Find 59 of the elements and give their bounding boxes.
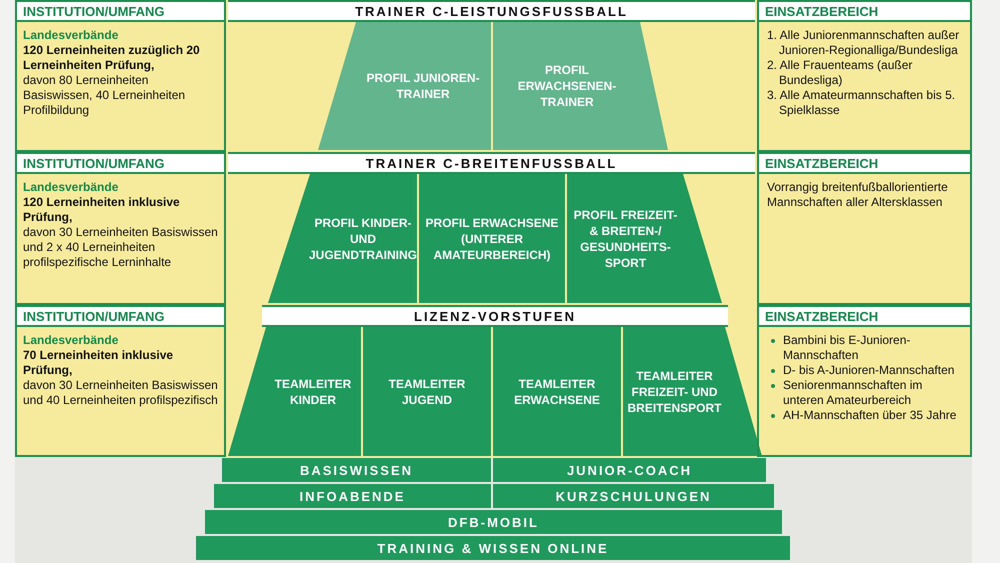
header-text: EINSATZBEREICH — [765, 308, 878, 324]
info-text: Landesverbände — [23, 28, 118, 43]
level-band — [262, 305, 728, 327]
column-header — [757, 305, 972, 327]
course-bar — [222, 458, 491, 482]
info-text: davon 30 Lerneinheiten Basiswissen und 40 Lerneinheiten profilspezifisch — [23, 378, 218, 408]
profile-block — [362, 327, 492, 456]
level-title: TRAINER C-BREITENFUSSBALL — [366, 156, 618, 170]
profile-label: PROFIL FREIZEIT- & BREITEN-/ GESUNDHEITS-SPORT — [572, 206, 678, 270]
profile-label: PROFIL ERWACHSENE (UNTERER AMATEURBEREICH) — [424, 214, 560, 262]
course-label: BASISWISSEN — [300, 462, 413, 478]
profile-label: PROFIL JUNIOREN-TRAINER — [365, 70, 481, 102]
list-item: Bambini bis E-Junioren-Mannschaften — [767, 333, 962, 363]
level-title: LIZENZ-VORSTUFEN — [414, 308, 576, 324]
course-bar — [214, 484, 491, 508]
info-text: davon 80 Lerneinheiten Basiswissen, 40 Lerneinheiten Profilbildung — [23, 73, 186, 118]
course-bar — [493, 458, 766, 482]
level-band — [228, 152, 755, 174]
course-label: INFOABENDE — [300, 488, 406, 504]
info-panel — [757, 327, 972, 457]
header-text: EINSATZBEREICH — [765, 156, 878, 170]
profile-label: TEAMLEITER KINDER — [274, 376, 352, 408]
list-item: Seniorenmannschaften im unteren Amateurbereich — [767, 378, 962, 408]
profile-label: TEAMLEITER JUGEND — [388, 376, 466, 408]
course-label: KURZSCHULUNGEN — [556, 488, 712, 504]
header-text: INSTITUTION/UMFANG — [23, 308, 165, 324]
info-text: Landesverbände — [23, 180, 118, 195]
column-header — [15, 0, 226, 22]
level-band — [228, 0, 755, 22]
profile-label: TEAMLEITER FREIZEIT- UND BREITENSPORT — [628, 368, 722, 416]
list-item: 2. Alle Frauenteams (außer Bundesliga) — [767, 58, 914, 88]
profile-block — [492, 22, 668, 150]
list-item: 3. Alle Amateurmannschaften bis 5. Spielklasse — [767, 88, 956, 118]
profile-block — [418, 174, 566, 303]
column-header — [15, 152, 226, 174]
column-header — [757, 152, 972, 174]
column-header — [15, 305, 226, 327]
profile-block — [492, 327, 622, 456]
course-label: JUNIOR-COACH — [566, 462, 692, 478]
profile-label: PROFIL KINDER- UND JUGENDTRAINING — [309, 214, 418, 262]
header-text: INSTITUTION/UMFANG — [23, 156, 165, 170]
level-title: TRAINER C-LEISTUNGSFUSSBALL — [355, 4, 628, 18]
course-bar — [493, 484, 774, 508]
course-bar — [196, 536, 790, 560]
column-header — [757, 0, 972, 22]
course-bar — [205, 510, 782, 534]
course-label: DFB-MOBIL — [448, 514, 539, 530]
course-label: TRAINING & WISSEN ONLINE — [377, 540, 609, 556]
list-item: D- bis A-Junioren-Mannschaften — [767, 363, 954, 378]
header-text: EINSATZBEREICH — [765, 4, 878, 18]
list-item: 1. Alle Juniorenmannschaften außer Junioren-Regionalliga/Bundesliga — [767, 28, 960, 58]
profile-label: PROFIL ERWACHSENEN-TRAINER — [516, 62, 618, 110]
list-item: AH-Mannschaften über 35 Jahre — [767, 408, 956, 423]
info-panel — [15, 327, 226, 457]
profile-label: TEAMLEITER ERWACHSENE — [513, 376, 601, 408]
info-text: davon 30 Lerneinheiten Basiswissen und 2 x 40 Lerneinheiten profilspezifische Lerninhalte — [23, 225, 218, 270]
list-item: Vorrangig breitenfußballorientierte Mannschaften aller Altersklassen — [767, 180, 949, 210]
info-text: Landesverbände — [23, 333, 118, 348]
header-text: INSTITUTION/UMFANG — [23, 4, 165, 18]
